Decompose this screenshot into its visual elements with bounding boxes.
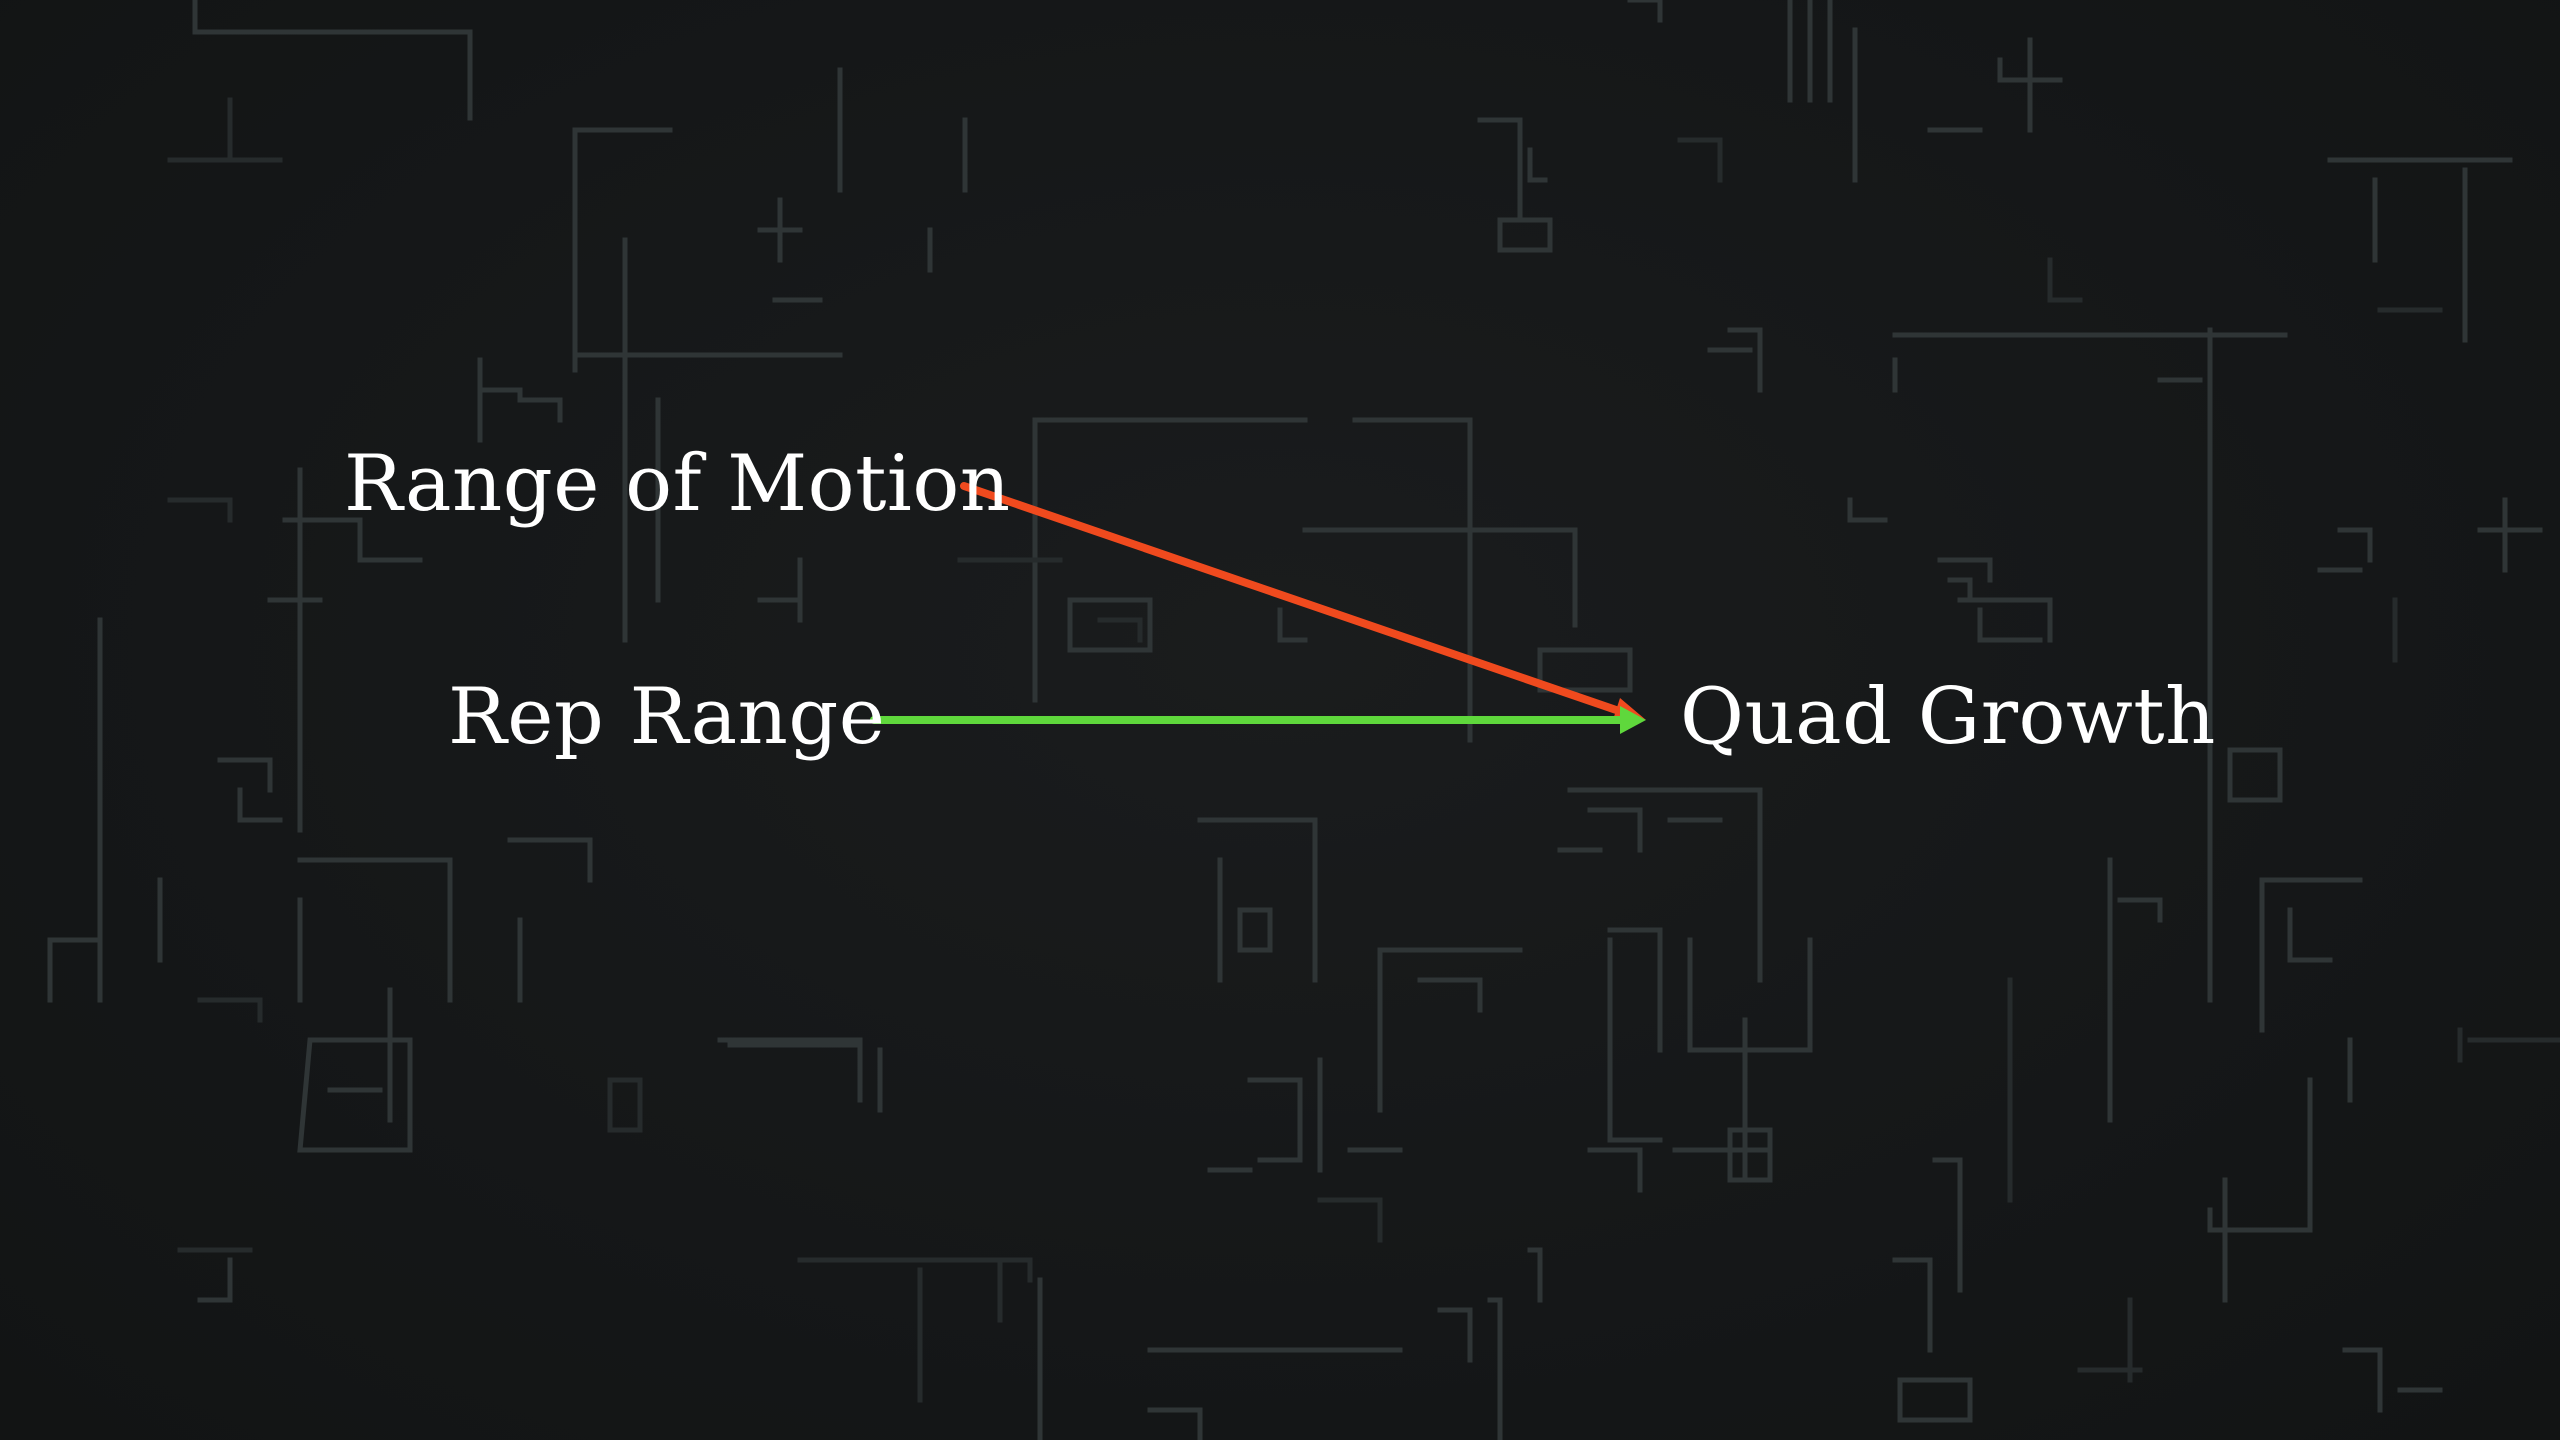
node-range-of-motion: Range of Motion <box>344 439 1011 529</box>
edge-range-of-motion-to-quad-growth <box>960 482 1646 723</box>
edge-rep-range-arrowhead <box>1620 706 1646 734</box>
edge-rep-range-to-quad-growth <box>870 706 1646 734</box>
node-quad-growth: Quad Growth <box>1680 672 2216 762</box>
edge-range-of-motion-line <box>960 482 1626 716</box>
node-rep-range: Rep Range <box>448 672 886 762</box>
